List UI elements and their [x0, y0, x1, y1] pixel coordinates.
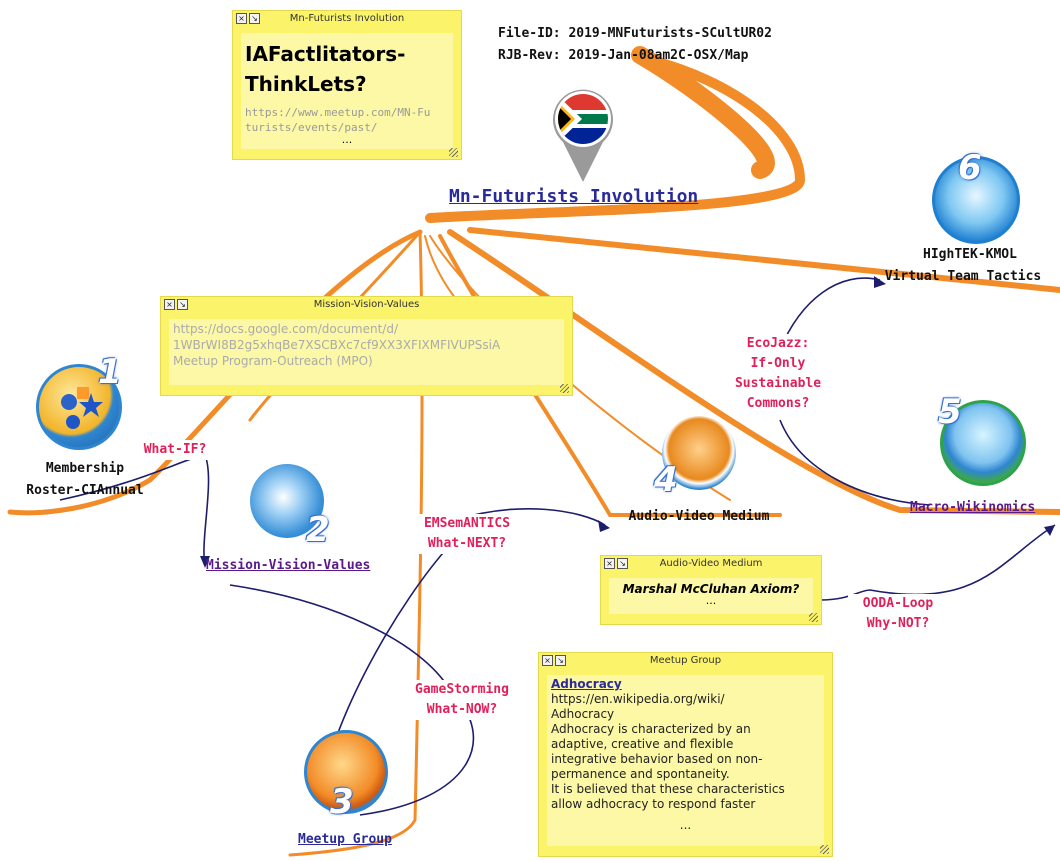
question-line: EcoJazz:	[746, 336, 810, 351]
branch-n6	[467, 227, 1060, 293]
node-badge: 3	[330, 782, 354, 822]
question-line: Sustainable	[734, 376, 822, 391]
branch-header	[425, 55, 806, 223]
note-titlebar[interactable]: ×↘ Meetup Group	[539, 653, 832, 669]
note-meetup[interactable]: ×↘ Meetup Group Adhocracy https://en.wik…	[538, 652, 833, 857]
note-line[interactable]: https://docs.google.com/document/d/	[173, 322, 399, 336]
location-pin-icon	[553, 89, 613, 182]
resize-handle[interactable]	[449, 148, 458, 157]
branch-n5	[447, 229, 1060, 515]
note-title: Mn-Futurists Involution	[289, 13, 405, 24]
node-label[interactable]: Membership	[45, 461, 125, 476]
close-icon[interactable]: ×	[164, 299, 175, 310]
node-label[interactable]: Mission-Vision-Values	[206, 558, 371, 573]
note-title: Mission-Vision-Values	[313, 299, 420, 310]
question-line: Why-NOT?	[866, 616, 930, 631]
membership-node-icon[interactable]	[36, 364, 122, 450]
node-label[interactable]: Macro-Wikinomics	[910, 500, 1036, 515]
close-icon[interactable]: ×	[236, 13, 247, 24]
node-badge: 4	[654, 460, 678, 500]
meetup-network-icon[interactable]	[304, 730, 388, 814]
question-line: GameStorming	[415, 682, 509, 697]
collapse-icon[interactable]: ↘	[177, 299, 188, 310]
note-heading: IAFactlitators-ThinkLets?	[245, 42, 406, 96]
note-body: Marshal McCluhan Axiom?	[622, 582, 800, 596]
node-label[interactable]: Audio-Video Medium	[628, 509, 770, 524]
central-topic[interactable]: Mn-Futurists Involution	[449, 186, 699, 207]
note-line: allow adhocracy to respond faster	[551, 797, 756, 811]
note-line: permanence and spontaneity.	[551, 767, 730, 781]
arrow-ooda	[819, 524, 1056, 601]
collapse-icon[interactable]: ↘	[555, 655, 566, 666]
arrow-eco-down	[779, 419, 931, 506]
node-badge: 5	[938, 392, 962, 432]
note-more: ...	[705, 594, 717, 607]
note-top[interactable]: ×↘ Mn-Futurists Involution IAFactlitator…	[232, 10, 462, 160]
node-label[interactable]: Roster-CIAnnual	[26, 483, 144, 498]
question-emsemantics[interactable]: EMSemANTICS What-NEXT?	[412, 514, 522, 554]
note-line: Meetup Program-Outreach (MPO)	[173, 354, 373, 368]
note-line: integrative behavior based on non-	[551, 752, 763, 766]
note-line[interactable]: https://en.wikipedia.org/wiki/	[551, 692, 725, 706]
collapse-icon[interactable]: ↘	[617, 558, 628, 569]
note-url[interactable]: https://www.meetup.com/MN-Futurists/even…	[245, 106, 431, 134]
note-more: ...	[341, 133, 353, 146]
shapes-icon	[61, 387, 103, 429]
note-line: adaptive, creative and flexible	[551, 737, 734, 751]
close-icon[interactable]: ×	[604, 558, 615, 569]
note-line: Adhocracy is characterized by an	[551, 722, 751, 736]
close-icon[interactable]: ×	[542, 655, 553, 666]
note-av[interactable]: ×↘ Audio-Video Medium Marshal McCluhan A…	[600, 555, 822, 625]
note-title: Meetup Group	[649, 655, 722, 666]
resize-handle[interactable]	[820, 845, 829, 854]
node-label[interactable]: Virtual Team Tactics	[884, 269, 1042, 284]
revision-text: RJB-Rev: 2019-Jan-08am2C-OSX/Map	[498, 48, 749, 63]
arrow-eco-up	[779, 277, 881, 351]
file-id-text: File-ID: 2019-MNFuturists-SCultUR02	[498, 26, 772, 41]
node-badge: 2	[306, 510, 330, 550]
node-label[interactable]: HIghTEK-KMOL	[923, 247, 1017, 262]
question-ecojazz[interactable]: EcoJazz: If-Only Sustainable Commons?	[728, 334, 828, 414]
question-gamestorming[interactable]: GameStorming What-NOW?	[400, 680, 524, 720]
question-line: OODA-Loop	[862, 596, 934, 611]
question-line: EMSemANTICS	[423, 516, 511, 531]
audio-video-icon[interactable]	[662, 416, 736, 490]
resize-handle[interactable]	[809, 613, 818, 622]
resize-handle[interactable]	[560, 384, 569, 393]
collapse-icon[interactable]: ↘	[249, 13, 260, 24]
note-line: Adhocracy	[551, 707, 615, 721]
note-link[interactable]: Adhocracy	[551, 677, 622, 691]
note-titlebar[interactable]: ×↘ Mission-Vision-Values	[161, 297, 572, 313]
node-label[interactable]: Meetup Group	[298, 832, 392, 847]
note-more: ...	[679, 818, 692, 832]
note-titlebar[interactable]: ×↘ Audio-Video Medium	[601, 556, 821, 572]
question-line: If-Only	[750, 356, 806, 371]
question-line: Commons?	[746, 396, 810, 411]
note-line: It is believed that these characteristic…	[551, 782, 785, 796]
note-mission[interactable]: ×↘ Mission-Vision-Values https://docs.go…	[160, 296, 573, 396]
note-titlebar[interactable]: ×↘ Mn-Futurists Involution	[233, 11, 461, 27]
question-line: What-NEXT?	[427, 536, 507, 551]
question-ooda[interactable]: OODA-Loop Why-NOT?	[848, 594, 948, 634]
node-badge: 6	[958, 148, 982, 188]
note-line[interactable]: 1WBrWI8B2g5xhqBe7XSCBXc7cf9XX3XFIXMFIVUP…	[173, 338, 501, 352]
vision-eye-icon[interactable]	[250, 464, 324, 538]
wikinomics-icon[interactable]	[940, 400, 1026, 486]
note-title: Audio-Video Medium	[659, 558, 763, 569]
question-whatif[interactable]: What-IF?	[130, 440, 220, 460]
node-badge: 1	[98, 352, 122, 392]
question-line: What-NOW?	[426, 702, 498, 717]
hightek-cube-icon[interactable]	[932, 156, 1020, 244]
